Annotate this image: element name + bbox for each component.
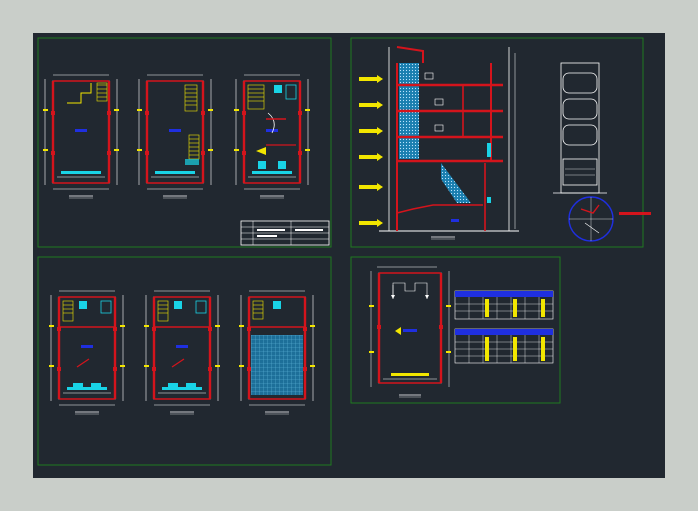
- title-block: [240, 220, 330, 246]
- facade-elevation: [553, 62, 607, 194]
- floor-plan-4: [47, 289, 127, 416]
- floor-plan-3: [232, 73, 312, 200]
- schedule-table-1: [454, 290, 554, 320]
- schedule-table-2: [454, 328, 554, 364]
- floor-plan-5: [142, 289, 222, 416]
- roof-plan: [369, 266, 451, 398]
- panel-roof-and-tables: [350, 256, 561, 404]
- floor-plan-1: [41, 73, 121, 200]
- floor-plan-2: [135, 73, 215, 200]
- cad-drawing-canvas: [33, 33, 665, 478]
- detail-circle: [568, 196, 651, 242]
- panel-section: [350, 37, 651, 248]
- panel-floor-plans-lower: [37, 256, 332, 466]
- building-section: [359, 46, 519, 240]
- floor-plan-6: [237, 289, 317, 416]
- panel-floor-plans-upper: [37, 37, 332, 248]
- cad-sheet: [37, 37, 651, 466]
